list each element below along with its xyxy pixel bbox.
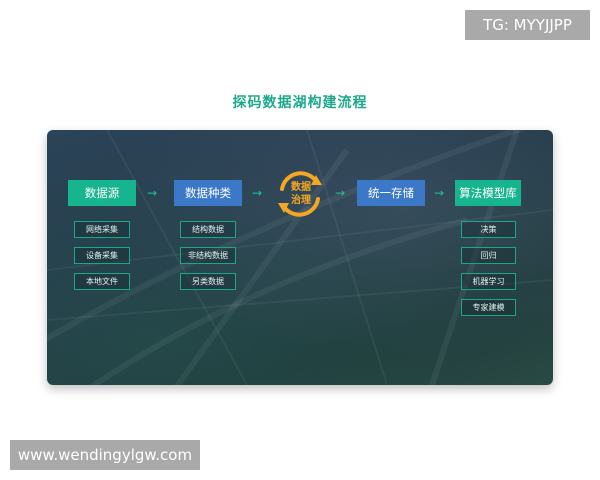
item-unstructured-data: 非结构数据 [180,247,236,264]
arrow-2: → [252,186,263,200]
header-data-source: 数据源 [68,180,136,206]
governance-label-line1: 数据 [291,182,311,193]
arrow-1: → [147,186,158,200]
watermark-bottom: www.wendingylgw.com [10,440,200,470]
header-data-types: 数据种类 [174,180,242,206]
item-network-collection: 网络采集 [74,221,130,238]
governance-cycle-icon [278,171,322,217]
item-machine-learning: 机器学习 [461,273,516,290]
item-decision: 决策 [461,221,516,238]
header-unified-storage: 统一存储 [357,180,425,206]
item-structured-data: 结构数据 [180,221,236,238]
arrow-4: → [434,186,445,200]
governance-label: 数据 治理 [289,181,313,207]
item-regression: 回归 [461,247,516,264]
item-expert-modeling: 专家建模 [461,299,516,316]
watermark-top: TG: MYYJJPP [465,10,590,40]
header-algorithm-library: 算法模型库 [455,180,521,206]
item-alternative-data: 另类数据 [180,273,236,290]
item-device-collection: 设备采集 [74,247,130,264]
governance-label-line2: 治理 [291,195,311,206]
arrow-3: → [335,186,346,200]
item-local-files: 本地文件 [74,273,130,290]
diagram-title: 探码数据湖构建流程 [232,95,368,111]
